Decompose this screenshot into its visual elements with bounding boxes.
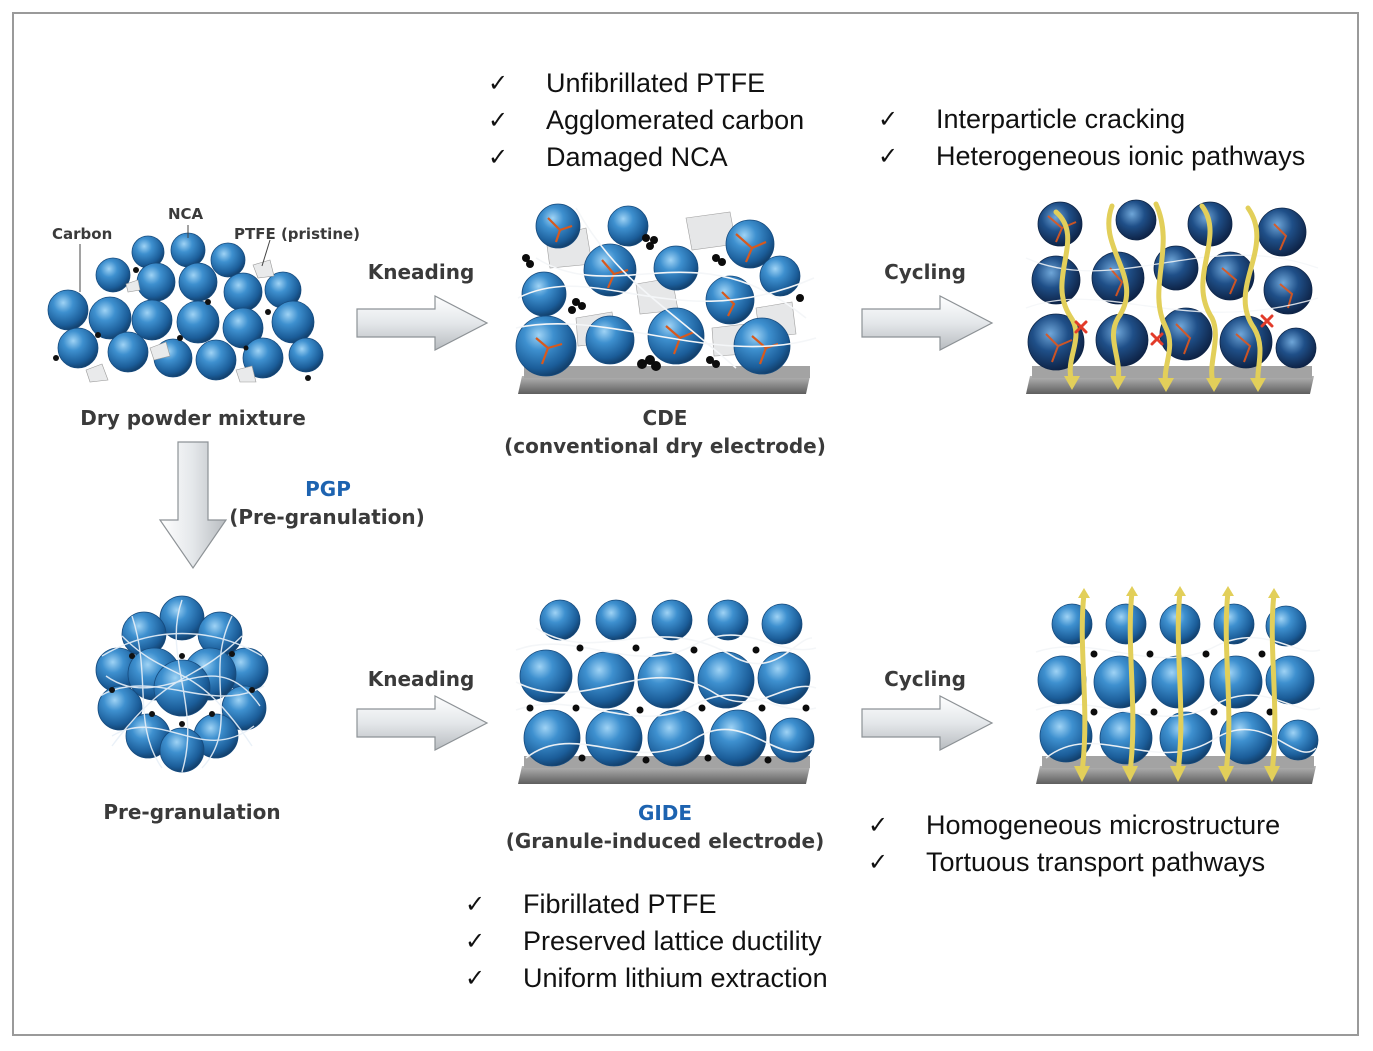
cycling-label-bottom: Cycling (884, 667, 966, 691)
caption-pre-granulation: Pre-granulation (103, 800, 281, 824)
gide-subtitle: (Granule-induced electrode) (505, 829, 825, 853)
check-mark-icon: ✓ (868, 848, 889, 876)
cde-feature-item: ✓Unfibrillated PTFE (488, 65, 804, 102)
dry-powder-mixture-illustration (47, 225, 324, 383)
cde-cycled-feature-item: ✓Heterogeneous ionic pathways (878, 138, 1305, 175)
gide-feature-item: ✓Uniform lithium extraction (465, 960, 828, 997)
check-mark-icon: ✓ (488, 69, 509, 97)
check-mark-icon: ✓ (465, 927, 486, 955)
check-mark-icon: ✓ (878, 105, 899, 133)
cycling-arrow-bottom (861, 695, 994, 751)
check-mark-icon: ✓ (868, 811, 889, 839)
gide-cycled-illustration (1035, 586, 1321, 784)
pgp-down-arrow (158, 441, 228, 570)
gide-feature-item: ✓Preserved lattice ductility (465, 923, 828, 960)
pre-granulation-illustration (95, 595, 269, 773)
pgp-subtitle: (Pre-granulation) (229, 505, 425, 529)
check-mark-icon: ✓ (488, 106, 509, 134)
label-carbon: Carbon (52, 225, 113, 243)
kneading-label-top: Kneading (367, 260, 475, 284)
cde-cycled-illustration (1025, 199, 1319, 394)
cde-cycled-feature-list: ✓Interparticle cracking ✓Heterogeneous i… (878, 101, 1305, 175)
cde-feature-list: ✓Unfibrillated PTFE ✓Agglomerated carbon… (488, 65, 804, 176)
gide-feature-list: ✓Fibrillated PTFE ✓Preserved lattice duc… (465, 886, 828, 997)
cde-title: CDE (642, 406, 688, 430)
check-mark-icon: ✓ (488, 143, 509, 171)
caption-dry-powder-mixture: Dry powder mixture (80, 406, 306, 430)
pgp-title: PGP (305, 477, 351, 501)
gide-cycled-feature-item: ✓Tortuous transport pathways (868, 844, 1280, 881)
gide-title: GIDE (637, 801, 693, 825)
cde-feature-item: ✓Agglomerated carbon (488, 102, 804, 139)
check-mark-icon: ✓ (465, 964, 486, 992)
gide-cycled-feature-list: ✓Homogeneous microstructure ✓Tortuous tr… (868, 807, 1280, 881)
label-nca: NCA (168, 205, 204, 223)
kneading-arrow-bottom (356, 695, 489, 751)
cycling-label-top: Cycling (884, 260, 966, 284)
figure-frame (12, 12, 1359, 1036)
gide-feature-item: ✓Fibrillated PTFE (465, 886, 828, 923)
cde-electrode-illustration (515, 203, 817, 394)
gide-electrode-illustration (515, 599, 817, 784)
check-mark-icon: ✓ (878, 142, 899, 170)
cde-subtitle: (conventional dry electrode) (504, 434, 826, 458)
label-ptfe-pristine: PTFE (pristine) (234, 225, 361, 243)
kneading-label-bottom: Kneading (367, 667, 475, 691)
gide-cycled-feature-item: ✓Homogeneous microstructure (868, 807, 1280, 844)
check-mark-icon: ✓ (465, 890, 486, 918)
cde-cycled-feature-item: ✓Interparticle cracking (878, 101, 1305, 138)
cde-feature-item: ✓Damaged NCA (488, 139, 804, 176)
cycling-arrow-top (861, 295, 994, 351)
kneading-arrow-top (356, 295, 489, 351)
